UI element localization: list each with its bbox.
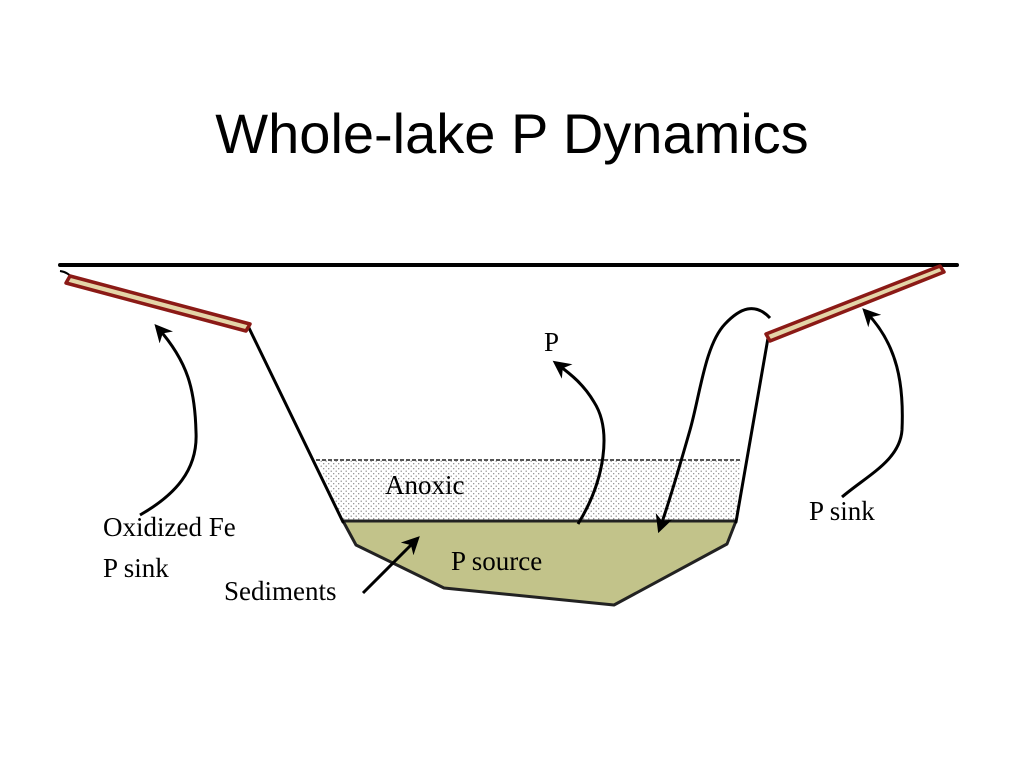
p-release-arrow <box>552 360 606 525</box>
left-p-sink-arrow <box>139 323 198 517</box>
label-p-source: P source <box>451 546 542 576</box>
page-title: Whole-lake P Dynamics <box>215 102 809 165</box>
left-iron-band <box>64 274 252 333</box>
label-p-sink-right: P sink <box>809 496 875 526</box>
sediments-pointer-arrow <box>361 536 420 595</box>
label-oxidized-fe: Oxidized Fe <box>103 512 236 542</box>
label-p: P <box>544 327 559 357</box>
right-iron-band <box>764 264 946 343</box>
label-sediments: Sediments <box>224 576 337 606</box>
left-basin-wall <box>247 326 345 524</box>
label-p-sink-left: P sink <box>103 553 169 583</box>
p-recycle-loop-arrow <box>655 307 772 534</box>
right-p-sink-arrow <box>841 308 904 499</box>
anoxic-layer <box>317 459 741 521</box>
right-basin-wall <box>734 336 770 524</box>
label-anoxic: Anoxic <box>385 470 465 500</box>
